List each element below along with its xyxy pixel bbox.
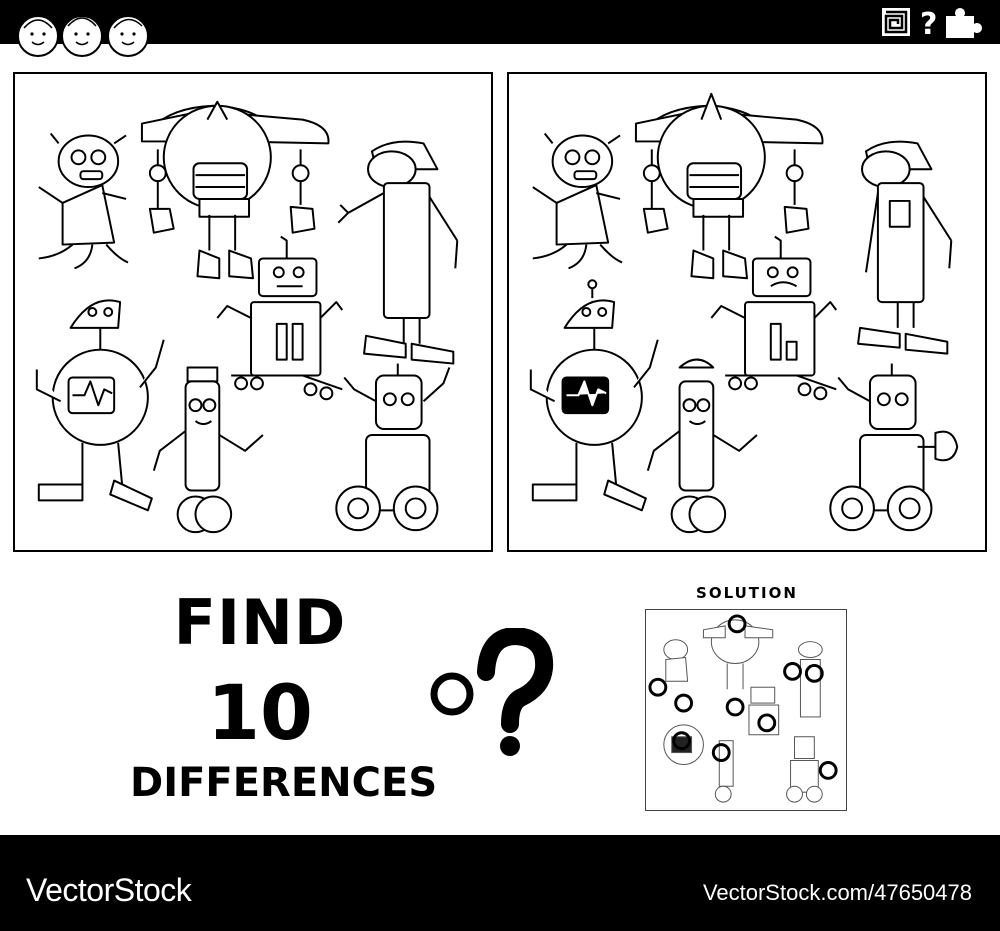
- top-bar: ?: [0, 0, 1000, 57]
- alien-robot: [532, 132, 623, 270]
- wheeled-robot: [829, 363, 959, 532]
- robots-illustration-right: [529, 92, 959, 534]
- solution-label: SOLUTION: [696, 584, 798, 602]
- puzzle-panel-right[interactable]: [507, 72, 987, 552]
- monitor-robot: [35, 299, 165, 512]
- wheeled-robot: [335, 363, 451, 532]
- top-icons-group: ?: [882, 7, 982, 40]
- tv-robot: [710, 235, 838, 401]
- question-icon: ?: [920, 7, 937, 40]
- magnifier-question-icon: [430, 628, 554, 756]
- hood-robot: [857, 140, 953, 355]
- big-round-robot: [634, 92, 824, 280]
- tube-robot: [152, 366, 264, 534]
- kids-faces-logo-icon: [17, 15, 149, 57]
- svg-text:?: ?: [920, 7, 937, 40]
- title-count: 10: [207, 668, 313, 757]
- monitor-robot: [529, 279, 659, 512]
- solution-thumbnail[interactable]: [645, 609, 847, 811]
- maze-icon: [882, 8, 910, 36]
- footer-bar: [0, 835, 1000, 931]
- puzzle-piece-icon: [946, 8, 982, 38]
- watermark-url: VectorStock.com/47650478: [702, 880, 972, 905]
- brand-logo[interactable]: VectorStock: [26, 872, 192, 908]
- title-differences: DIFFERENCES: [130, 760, 438, 806]
- puzzle-panel-left[interactable]: [13, 72, 493, 552]
- robots-illustration-left: [35, 100, 459, 534]
- big-round-robot: [140, 100, 330, 280]
- solution-illustration: [648, 614, 838, 803]
- hood-robot: [337, 140, 459, 365]
- tv-robot: [216, 235, 344, 401]
- tube-robot: [646, 358, 758, 534]
- title-find: FIND: [173, 586, 347, 659]
- alien-robot: [38, 132, 129, 270]
